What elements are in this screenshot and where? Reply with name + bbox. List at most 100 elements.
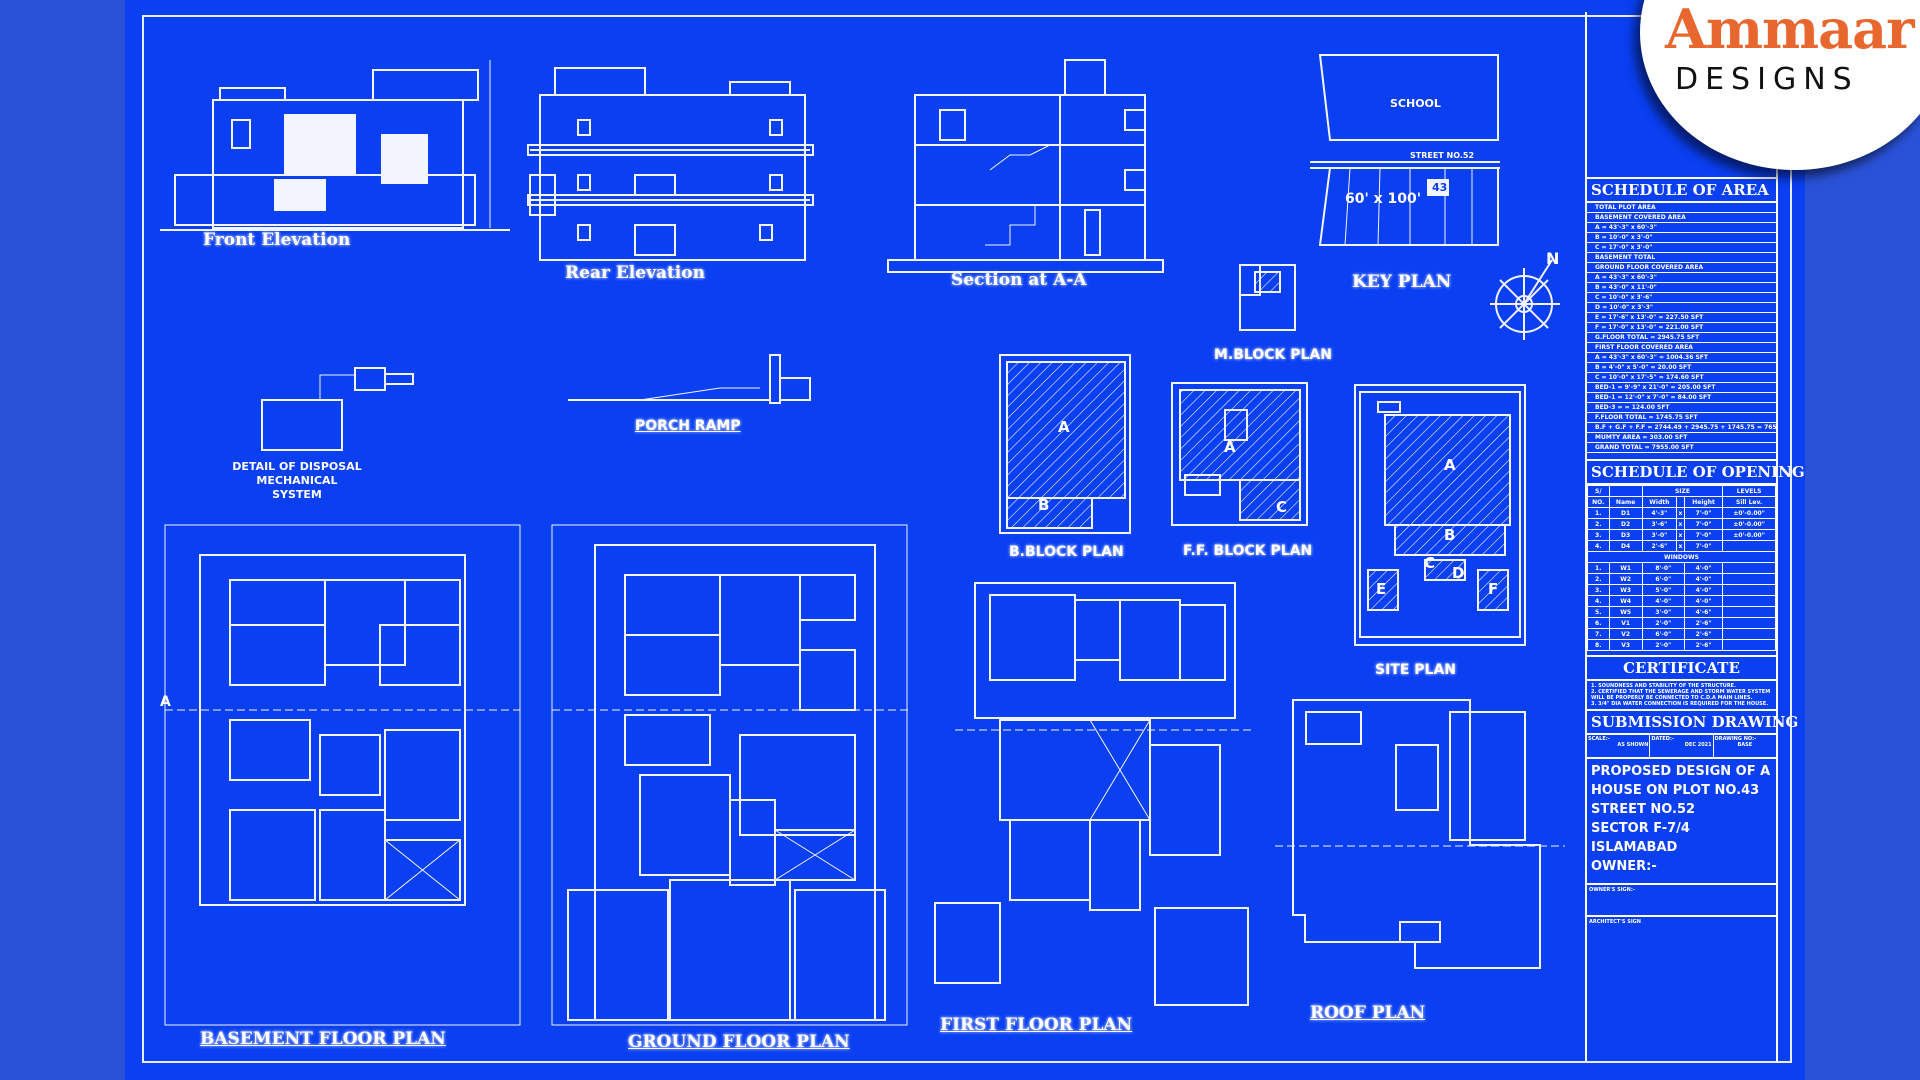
schedule-row: G.FLOOR TOTAL = 2945.75 SFT — [1587, 333, 1776, 343]
b-block-plan-drawing — [999, 354, 1131, 534]
b-block-label: B.BLOCK PLAN — [1009, 544, 1124, 560]
ff-block-plan-drawing — [1171, 382, 1308, 526]
ff-block-a: A — [1224, 438, 1236, 456]
front-elevation-drawing — [160, 60, 510, 231]
schedule-row: A = 43'-3" x 60'-3" — [1587, 273, 1776, 283]
schedule-row: BED-3 = = 124.00 SFT — [1587, 403, 1776, 413]
ground-plan-label: GROUND FLOOR PLAN — [628, 1032, 850, 1052]
schedule-row: A = 43'-3" x 60'-3" = 1004.36 SFT — [1587, 353, 1776, 363]
site-block-e: E — [1376, 580, 1387, 598]
ff-block-label: F.F. BLOCK PLAN — [1183, 543, 1313, 559]
ammaar-designs-logo: Ammaar DESIGNS — [1640, 0, 1920, 170]
schedule-row: E = 17'-6" x 13'-0" = 227.50 SFT — [1587, 313, 1776, 323]
certificate-line: 1. SOUNDNESS AND STABILITY OF THE STRUCT… — [1591, 683, 1736, 689]
basement-floor-plan-drawing — [164, 524, 521, 1026]
schedule-row: FIRST FLOOR COVERED AREA — [1587, 343, 1776, 353]
schedule-row: MUMTY AREA = 303.00 SFT — [1587, 433, 1776, 443]
porch-ramp-label: PORCH RAMP — [635, 418, 741, 434]
site-block-d: D — [1452, 564, 1465, 582]
submission-title: SUBMISSION DRAWING — [1587, 711, 1798, 735]
schedule-row: B = 43'-0" x 11'-0" — [1587, 283, 1776, 293]
certificate-line: 3. 3/4" DIA WATER CONNECTION IS REQUIRED… — [1591, 701, 1769, 707]
schedule-row: B = 4'-0" x 5'-0" = 20.00 SFT — [1587, 363, 1776, 373]
rear-elevation-drawing — [527, 67, 814, 261]
schedule-row: GROUND FLOOR COVERED AREA — [1587, 263, 1776, 273]
m-block-label: M.BLOCK PLAN — [1214, 347, 1332, 363]
drawing-frame — [142, 15, 1792, 1063]
ground-floor-plan-drawing — [551, 524, 910, 1026]
certificate-lines: 1. SOUNDNESS AND STABILITY OF THE STRUCT… — [1587, 681, 1776, 711]
basement-plan-label: BASEMENT FLOOR PLAN — [200, 1029, 446, 1049]
north-arrow-icon — [1490, 259, 1560, 340]
site-plan-drawing — [1354, 384, 1526, 646]
ff-block-c: C — [1276, 498, 1288, 516]
section-label: Section at A-A — [951, 270, 1087, 290]
site-block-b: B — [1444, 526, 1456, 544]
section-mark: A — [160, 694, 171, 710]
schedule-row: B.F + G.F + F.F = 2744.49 + 2945.75 + 17… — [1587, 423, 1776, 433]
b-block-a: A — [1058, 418, 1070, 436]
north-label: N — [1546, 249, 1560, 268]
architect-sign-box: ARCHITECT'S SIGN — [1587, 915, 1776, 937]
schedule-row: TOTAL PLOT AREA — [1587, 203, 1776, 213]
schedule-row: F.FLOOR TOTAL = 1745.75 SFT — [1587, 413, 1776, 423]
front-elevation-label: Front Elevation — [203, 230, 351, 250]
key-plan-street: STREET NO.52 — [1410, 151, 1475, 160]
rear-elevation-label: Rear Elevation — [565, 263, 705, 283]
schedule-row: C = 10'-0" x 17'-5" = 174.60 SFT — [1587, 373, 1776, 383]
schedule-row: C = 10'-0" x 3'-6" — [1587, 293, 1776, 303]
schedule-row: BED-1 = 12'-0" x 7'-0" = 84.00 SFT — [1587, 393, 1776, 403]
disposal-detail-drawing — [261, 367, 414, 451]
logo-name: Ammaar — [1665, 0, 1915, 61]
schedule-row: B = 10'-0" x 3'-0" — [1587, 233, 1776, 243]
site-plan-label: SITE PLAN — [1375, 662, 1457, 678]
schedule-row: BED-1 = 9'-9" x 21'-0" = 205.00 SFT — [1587, 383, 1776, 393]
key-plan-label: KEY PLAN — [1352, 272, 1452, 292]
first-plan-label: FIRST FLOOR PLAN — [940, 1015, 1133, 1035]
key-plan-drawing — [1310, 54, 1500, 246]
site-block-c: C — [1424, 554, 1436, 572]
logo-sub: DESIGNS — [1675, 62, 1859, 97]
site-block-a: A — [1444, 456, 1456, 474]
certificate-line: 2. CERTIFIED THAT THE SEWERAGE AND STORM… — [1591, 689, 1771, 701]
schedule-row: A = 43'-3" x 60'-3" — [1587, 223, 1776, 233]
schedule-row: GRAND TOTAL = 7955.00 SFT — [1587, 443, 1776, 453]
schedule-row: F = 17'-0" x 13'-0" = 221.00 SFT — [1587, 323, 1776, 333]
owner-sign-box: OWNER'S SIGN:- — [1587, 883, 1776, 915]
m-block-plan-drawing — [1239, 264, 1296, 331]
schedule-row: BASEMENT TOTAL — [1587, 253, 1776, 263]
schedule-row: D = 10'-0" x 3'-3" — [1587, 303, 1776, 313]
schedule-opening-title: SCHEDULE OF OPENING — [1587, 459, 1805, 485]
key-plan-school: SCHOOL — [1390, 97, 1441, 110]
schedule-row: C = 17'-0" x 3'-0" — [1587, 243, 1776, 253]
first-floor-plan-drawing — [934, 582, 1255, 1006]
key-plan-plot-size: 60' x 100' — [1345, 191, 1422, 207]
site-block-f: F — [1488, 580, 1499, 598]
schedule-row: BASEMENT COVERED AREA — [1587, 213, 1776, 223]
section-drawing — [887, 59, 1164, 273]
roof-plan-drawing — [1275, 699, 1565, 969]
submission-meta: SCALE:-AS SHOWN DATED:-DEC 2021 DRAWING … — [1587, 735, 1776, 759]
roof-plan-label: ROOF PLAN — [1310, 1003, 1426, 1023]
certificate-title: CERTIFICATE — [1587, 655, 1776, 681]
key-plan-plot-no: 43 — [1432, 181, 1448, 194]
porch-ramp-drawing — [568, 354, 811, 404]
